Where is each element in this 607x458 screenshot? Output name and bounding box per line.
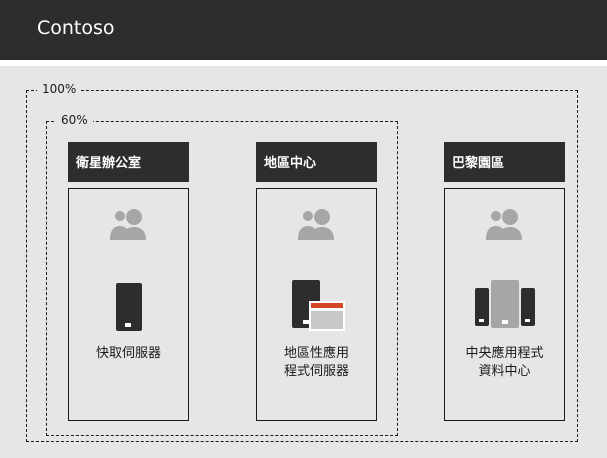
users-icon [110,209,146,240]
site-server-label-paris-campus: 中央應用程式 資料中心 [465,346,544,379]
inner-region-boundary [46,121,398,436]
site-card-satellite-office: 快取伺服器 [68,188,189,421]
single-server-icon [116,283,142,331]
site-header-satellite-office: 衛星辦公室 [68,142,189,182]
server-with-app-icon [292,280,345,331]
users-icon [486,209,522,240]
site-server-label-satellite-office: 快取伺服器 [95,346,161,361]
outer-region-boundary [26,90,578,442]
users-icon [298,209,334,240]
site-header-paris-campus: 巴黎園區 [444,142,565,182]
app-title: Contoso [37,17,115,39]
site-card-paris-campus: 中央應用程式 資料中心 [444,188,565,421]
site-card-regional-center: 地區性應用 程式伺服器 [256,188,377,421]
header-divider [0,60,607,66]
outer-region-label: 100% [37,82,82,96]
site-server-label-regional-center: 地區性應用 程式伺服器 [283,346,349,379]
app-header: Contoso [0,0,607,60]
site-header-regional-center: 地區中心 [256,142,377,182]
inner-region-label: 60% [56,113,93,127]
datacenter-servers-icon [475,280,535,328]
